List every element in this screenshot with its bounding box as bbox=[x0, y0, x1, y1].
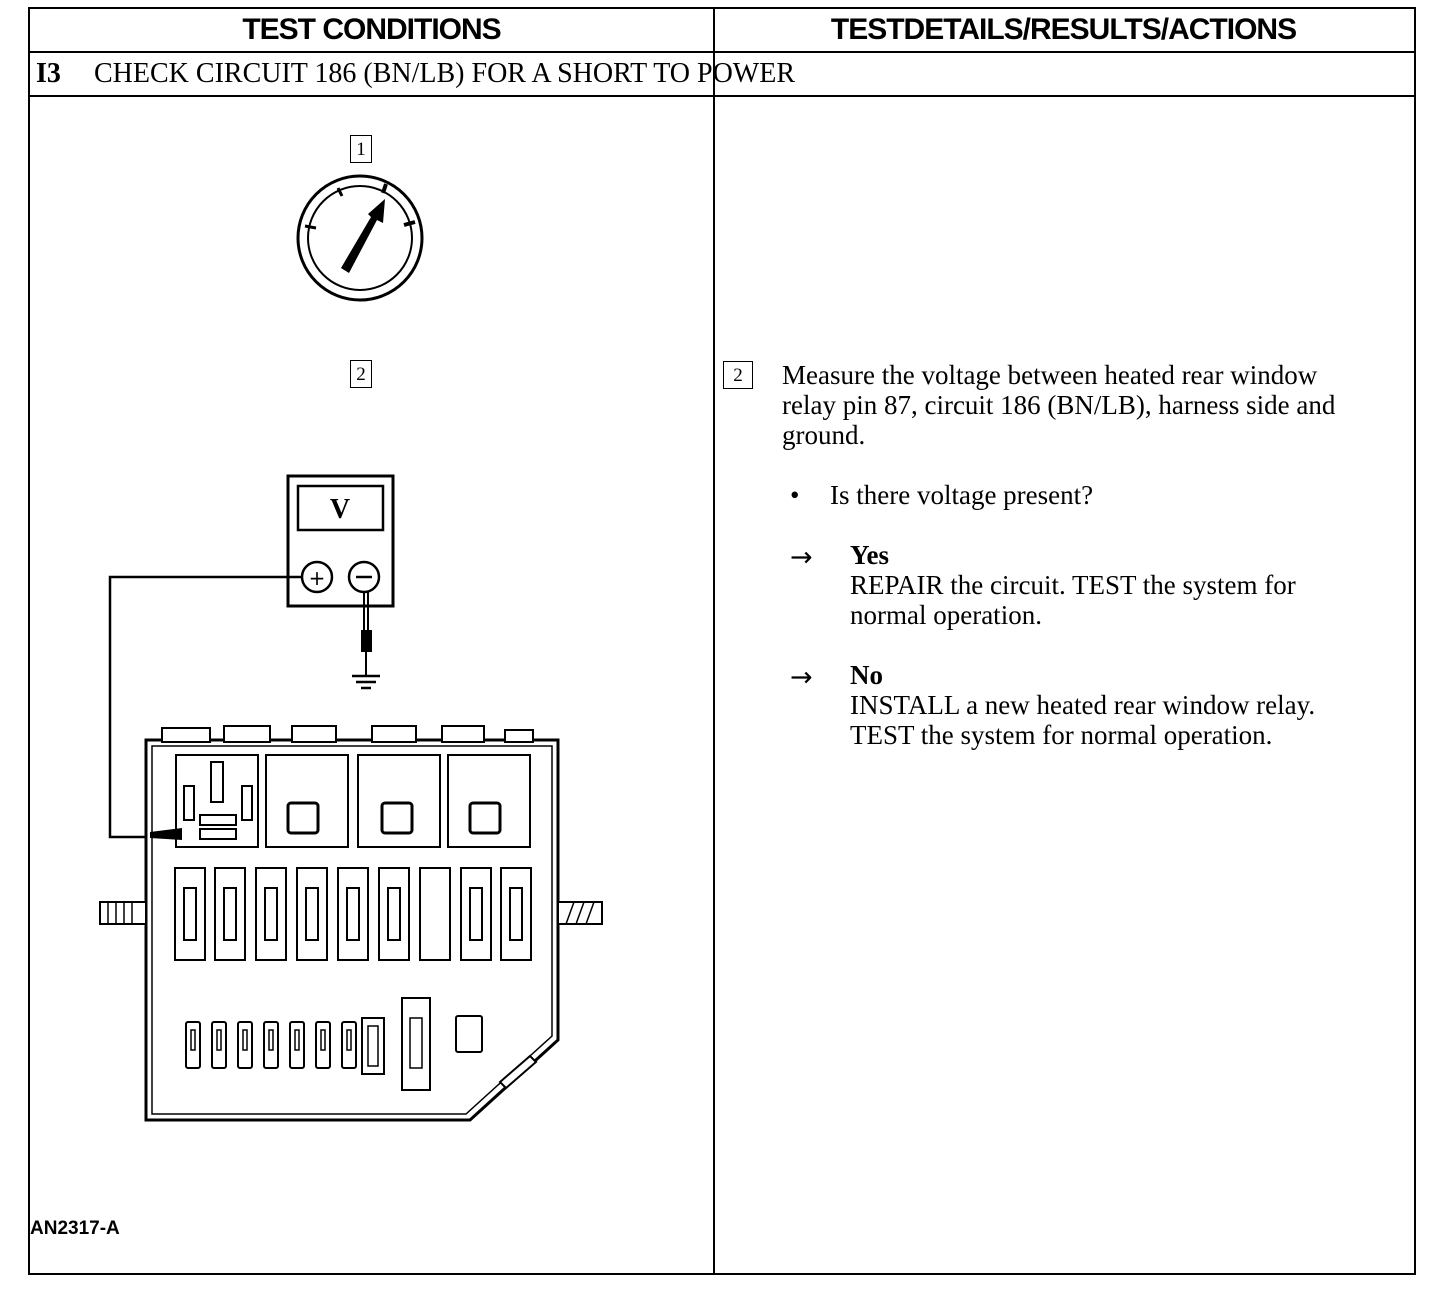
ignition-switch-icon bbox=[296, 174, 424, 302]
bullet-icon: • bbox=[790, 480, 800, 510]
yes-result: Yes REPAIR the circuit. TEST the system … bbox=[850, 540, 1296, 630]
figure-id: AN2317-A bbox=[30, 1218, 120, 1239]
step-id: I3 bbox=[36, 58, 61, 89]
no-label: No bbox=[850, 660, 883, 690]
question-text: Is there voltage present? bbox=[830, 480, 1094, 510]
instruction-line-2: relay pin 87, circuit 186 (BN/LB), harne… bbox=[782, 390, 1336, 420]
yes-line-1: REPAIR the circuit. TEST the system for bbox=[850, 570, 1296, 600]
header-test-details: TESTDETAILS/RESULTS/ACTIONS bbox=[830, 13, 1297, 46]
header-divider bbox=[30, 51, 1414, 53]
yes-arrow-icon: → bbox=[790, 542, 813, 573]
column-divider bbox=[713, 9, 715, 1273]
yes-label: Yes bbox=[850, 540, 889, 570]
fuse-box-icon bbox=[99, 725, 603, 1122]
no-result: No INSTALL a new heated rear window rela… bbox=[850, 660, 1315, 750]
no-arrow-icon: → bbox=[790, 662, 813, 693]
step-marker-1: 1 bbox=[350, 135, 372, 163]
header-test-conditions: TEST CONDITIONS bbox=[242, 13, 501, 46]
step-title: CHECK CIRCUIT 186 (BN/LB) FOR A SHORT TO… bbox=[94, 58, 796, 89]
step-divider bbox=[30, 95, 1414, 97]
instruction-line-3: ground. bbox=[782, 420, 866, 450]
instruction-line-1: Measure the voltage between heated rear … bbox=[782, 360, 1318, 390]
no-line-1: INSTALL a new heated rear window relay. bbox=[850, 690, 1316, 720]
svg-text:+: + bbox=[309, 566, 326, 590]
no-line-2: TEST the system for normal operation. bbox=[850, 720, 1273, 750]
voltmeter-icon: V + bbox=[286, 474, 395, 608]
yes-line-2: normal operation. bbox=[850, 600, 1042, 630]
meter-label: V bbox=[330, 494, 350, 525]
step-marker-2-left: 2 bbox=[350, 360, 372, 388]
instruction-text: Measure the voltage between heated rear … bbox=[782, 360, 1335, 450]
ground-lead-icon bbox=[352, 592, 380, 690]
step-marker-2-right: 2 bbox=[723, 361, 753, 389]
test-table: TEST CONDITIONS TESTDETAILS/RESULTS/ACTI… bbox=[28, 7, 1416, 1275]
step-title-row: I3 CHECK CIRCUIT 186 (BN/LB) FOR A SHORT … bbox=[36, 54, 795, 94]
